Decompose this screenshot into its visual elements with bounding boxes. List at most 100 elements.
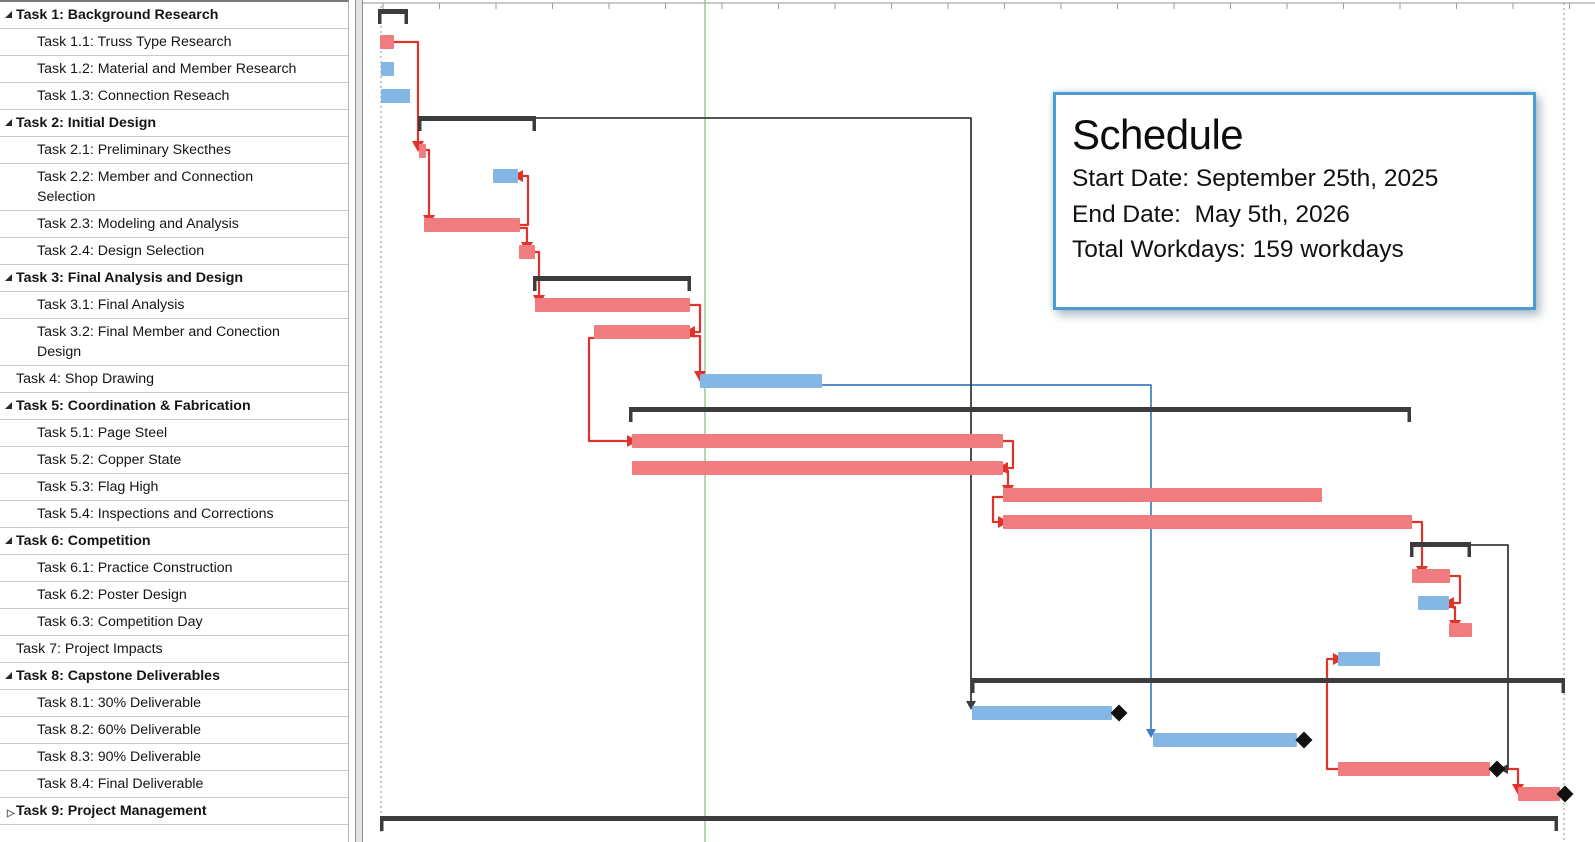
schedule-title: Schedule [1072, 111, 1244, 158]
collapse-triangle-icon[interactable] [5, 11, 12, 18]
task-label: Task 5.2: Copper State [37, 452, 182, 468]
collapse-triangle-icon[interactable] [5, 402, 12, 409]
gantt-bar-task-4[interactable] [700, 374, 822, 388]
gantt-bar-task-6-3[interactable] [1449, 623, 1472, 637]
summary-start-tick [380, 816, 384, 831]
task-row-task-2-4[interactable]: Task 2.4: Design Selection [0, 238, 348, 265]
task-label: Task 2.3: Modeling and Analysis [37, 216, 239, 232]
task-row-task-3[interactable]: Task 3: Final Analysis and Design [0, 265, 348, 292]
task-row-task-7[interactable]: Task 7: Project Impacts [0, 636, 348, 663]
pane-splitter[interactable] [355, 0, 363, 842]
gantt-bar-task-5-1[interactable] [632, 434, 1003, 448]
link-task-3-2-to-task-4 [690, 334, 702, 371]
task-label: Task 3.2: Final Member and Conection Des… [37, 324, 280, 360]
task-row-task-1-3[interactable]: Task 1.3: Connection Reseach [0, 83, 348, 110]
task-row-task-6-1[interactable]: Task 6.1: Practice Construction [0, 555, 348, 582]
link-task-5-1-to-task-5-2 [1003, 439, 1015, 470]
gantt-bar-task-2-1[interactable] [419, 144, 426, 158]
task-label: Task 3.1: Final Analysis [37, 297, 185, 313]
task-row-task-9[interactable]: Task 9: Project Management [0, 798, 348, 825]
task-row-task-8-4[interactable]: Task 8.4: Final Deliverable [0, 771, 348, 798]
task-row-task-2-2[interactable]: Task 2.2: Member and Connection Selectio… [0, 164, 348, 211]
gantt-bar-task-8-4[interactable] [1518, 787, 1560, 801]
collapse-triangle-icon[interactable] [5, 274, 12, 281]
task-row-task-3-1[interactable]: Task 3.1: Final Analysis [0, 292, 348, 319]
task-row-task-8-3[interactable]: Task 8.3: 90% Deliverable [0, 744, 348, 771]
task-label: Task 8: Capstone Deliverables [16, 668, 220, 684]
summary-end-tick [1554, 816, 1558, 831]
summary-bar-task-8[interactable] [971, 678, 1565, 683]
link-task-6-to-task-8-3 [1471, 544, 1509, 770]
task-row-task-1-2[interactable]: Task 1.2: Material and Member Research [0, 56, 348, 83]
summary-bar-task-3[interactable] [533, 276, 691, 281]
gantt-bar-task-8-1[interactable] [972, 706, 1112, 720]
collapse-triangle-icon[interactable] [5, 537, 12, 544]
task-row-task-6-3[interactable]: Task 6.3: Competition Day [0, 609, 348, 636]
task-row-task-8-1[interactable]: Task 8.1: 30% Deliverable [0, 690, 348, 717]
link-task-1-1-to-task-2-1 [394, 40, 420, 141]
gantt-bar-task-5-2[interactable] [632, 461, 1003, 475]
task-row-task-6[interactable]: Task 6: Competition [0, 528, 348, 555]
task-row-task-1-1[interactable]: Task 1.1: Truss Type Research [0, 29, 348, 56]
milestone-diamond-task-8-3[interactable] [1488, 760, 1506, 778]
task-label: Task 5: Coordination & Fabrication [16, 398, 251, 414]
task-row-task-3-2[interactable]: Task 3.2: Final Member and Conection Des… [0, 319, 348, 366]
gantt-bar-task-1-3[interactable] [381, 89, 410, 103]
gantt-bar-task-5-4[interactable] [1003, 515, 1412, 529]
task-row-task-5-3[interactable]: Task 5.3: Flag High [0, 474, 348, 501]
gantt-bar-task-1-2[interactable] [381, 62, 394, 76]
link-task-2-to-task-8-1 [536, 117, 972, 701]
task-row-task-5-2[interactable]: Task 5.2: Copper State [0, 447, 348, 474]
gantt-bar-task-6-2[interactable] [1418, 596, 1449, 610]
task-label: Task 8.4: Final Deliverable [37, 776, 204, 792]
task-row-task-1[interactable]: Task 1: Background Research [0, 2, 348, 29]
link-task-8-3-to-task-7 [1325, 657, 1338, 771]
gantt-bar-task-2-2[interactable] [493, 169, 518, 183]
milestone-diamond-task-8-4[interactable] [1556, 785, 1574, 803]
gantt-bar-task-2-4[interactable] [519, 245, 535, 259]
task-row-task-5-4[interactable]: Task 5.4: Inspections and Corrections [0, 501, 348, 528]
link-task-3-2-to-task-5-1 [587, 336, 629, 443]
task-row-task-2-3[interactable]: Task 2.3: Modeling and Analysis [0, 211, 348, 238]
summary-start-tick [418, 116, 422, 131]
gantt-bar-task-5-3[interactable] [1003, 488, 1322, 502]
task-row-task-6-2[interactable]: Task 6.2: Poster Design [0, 582, 348, 609]
milestone-diamond-task-8-2[interactable] [1295, 731, 1313, 749]
task-label: Task 8.3: 90% Deliverable [37, 749, 202, 765]
gantt-bar-task-2-3[interactable] [424, 218, 520, 232]
task-label: Task 6: Competition [16, 533, 151, 549]
summary-start-tick [629, 407, 633, 422]
summary-bar-task-1[interactable] [378, 9, 408, 14]
gantt-bar-task-3-1[interactable] [535, 298, 690, 312]
gantt-bar-task-3-2[interactable] [594, 325, 690, 339]
task-row-task-8[interactable]: Task 8: Capstone Deliverables [0, 663, 348, 690]
expand-triangle-icon[interactable] [5, 804, 15, 824]
collapse-triangle-icon[interactable] [5, 672, 12, 679]
gantt-bar-task-8-2[interactable] [1153, 733, 1297, 747]
task-label: Task 6.3: Competition Day [37, 614, 203, 630]
milestone-diamond-task-8-1[interactable] [1110, 704, 1128, 722]
task-row-task-5[interactable]: Task 5: Coordination & Fabrication [0, 393, 348, 420]
summary-start-tick [533, 276, 537, 291]
link-arrowhead [966, 701, 976, 710]
task-row-task-5-1[interactable]: Task 5.1: Page Steel [0, 420, 348, 447]
gantt-bar-task-8-3[interactable] [1338, 762, 1490, 776]
task-row-task-2[interactable]: Task 2: Initial Design [0, 110, 348, 137]
summary-bar-task-5[interactable] [629, 407, 1411, 412]
task-row-task-2-1[interactable]: Task 2.1: Preliminary Skecthes [0, 137, 348, 164]
summary-bar-task-9[interactable] [380, 816, 1558, 821]
summary-bar-task-2[interactable] [418, 116, 536, 121]
task-row-task-8-2[interactable]: Task 8.2: 60% Deliverable [0, 717, 348, 744]
schedule-callout[interactable]: Schedule Start Date: September 25th, 202… [1053, 92, 1536, 310]
gantt-bar-task-7[interactable] [1338, 652, 1380, 666]
gantt-bar-task-6-1[interactable] [1412, 569, 1450, 583]
task-row-task-4[interactable]: Task 4: Shop Drawing [0, 366, 348, 393]
gantt-bar-task-1-1[interactable] [380, 35, 394, 49]
collapse-triangle-icon[interactable] [5, 119, 12, 126]
link-task-3-1-to-task-3-2 [690, 303, 702, 334]
task-label: Task 9: Project Management [16, 803, 207, 819]
summary-bar-task-6[interactable] [1410, 542, 1471, 547]
summary-start-tick [971, 678, 975, 693]
